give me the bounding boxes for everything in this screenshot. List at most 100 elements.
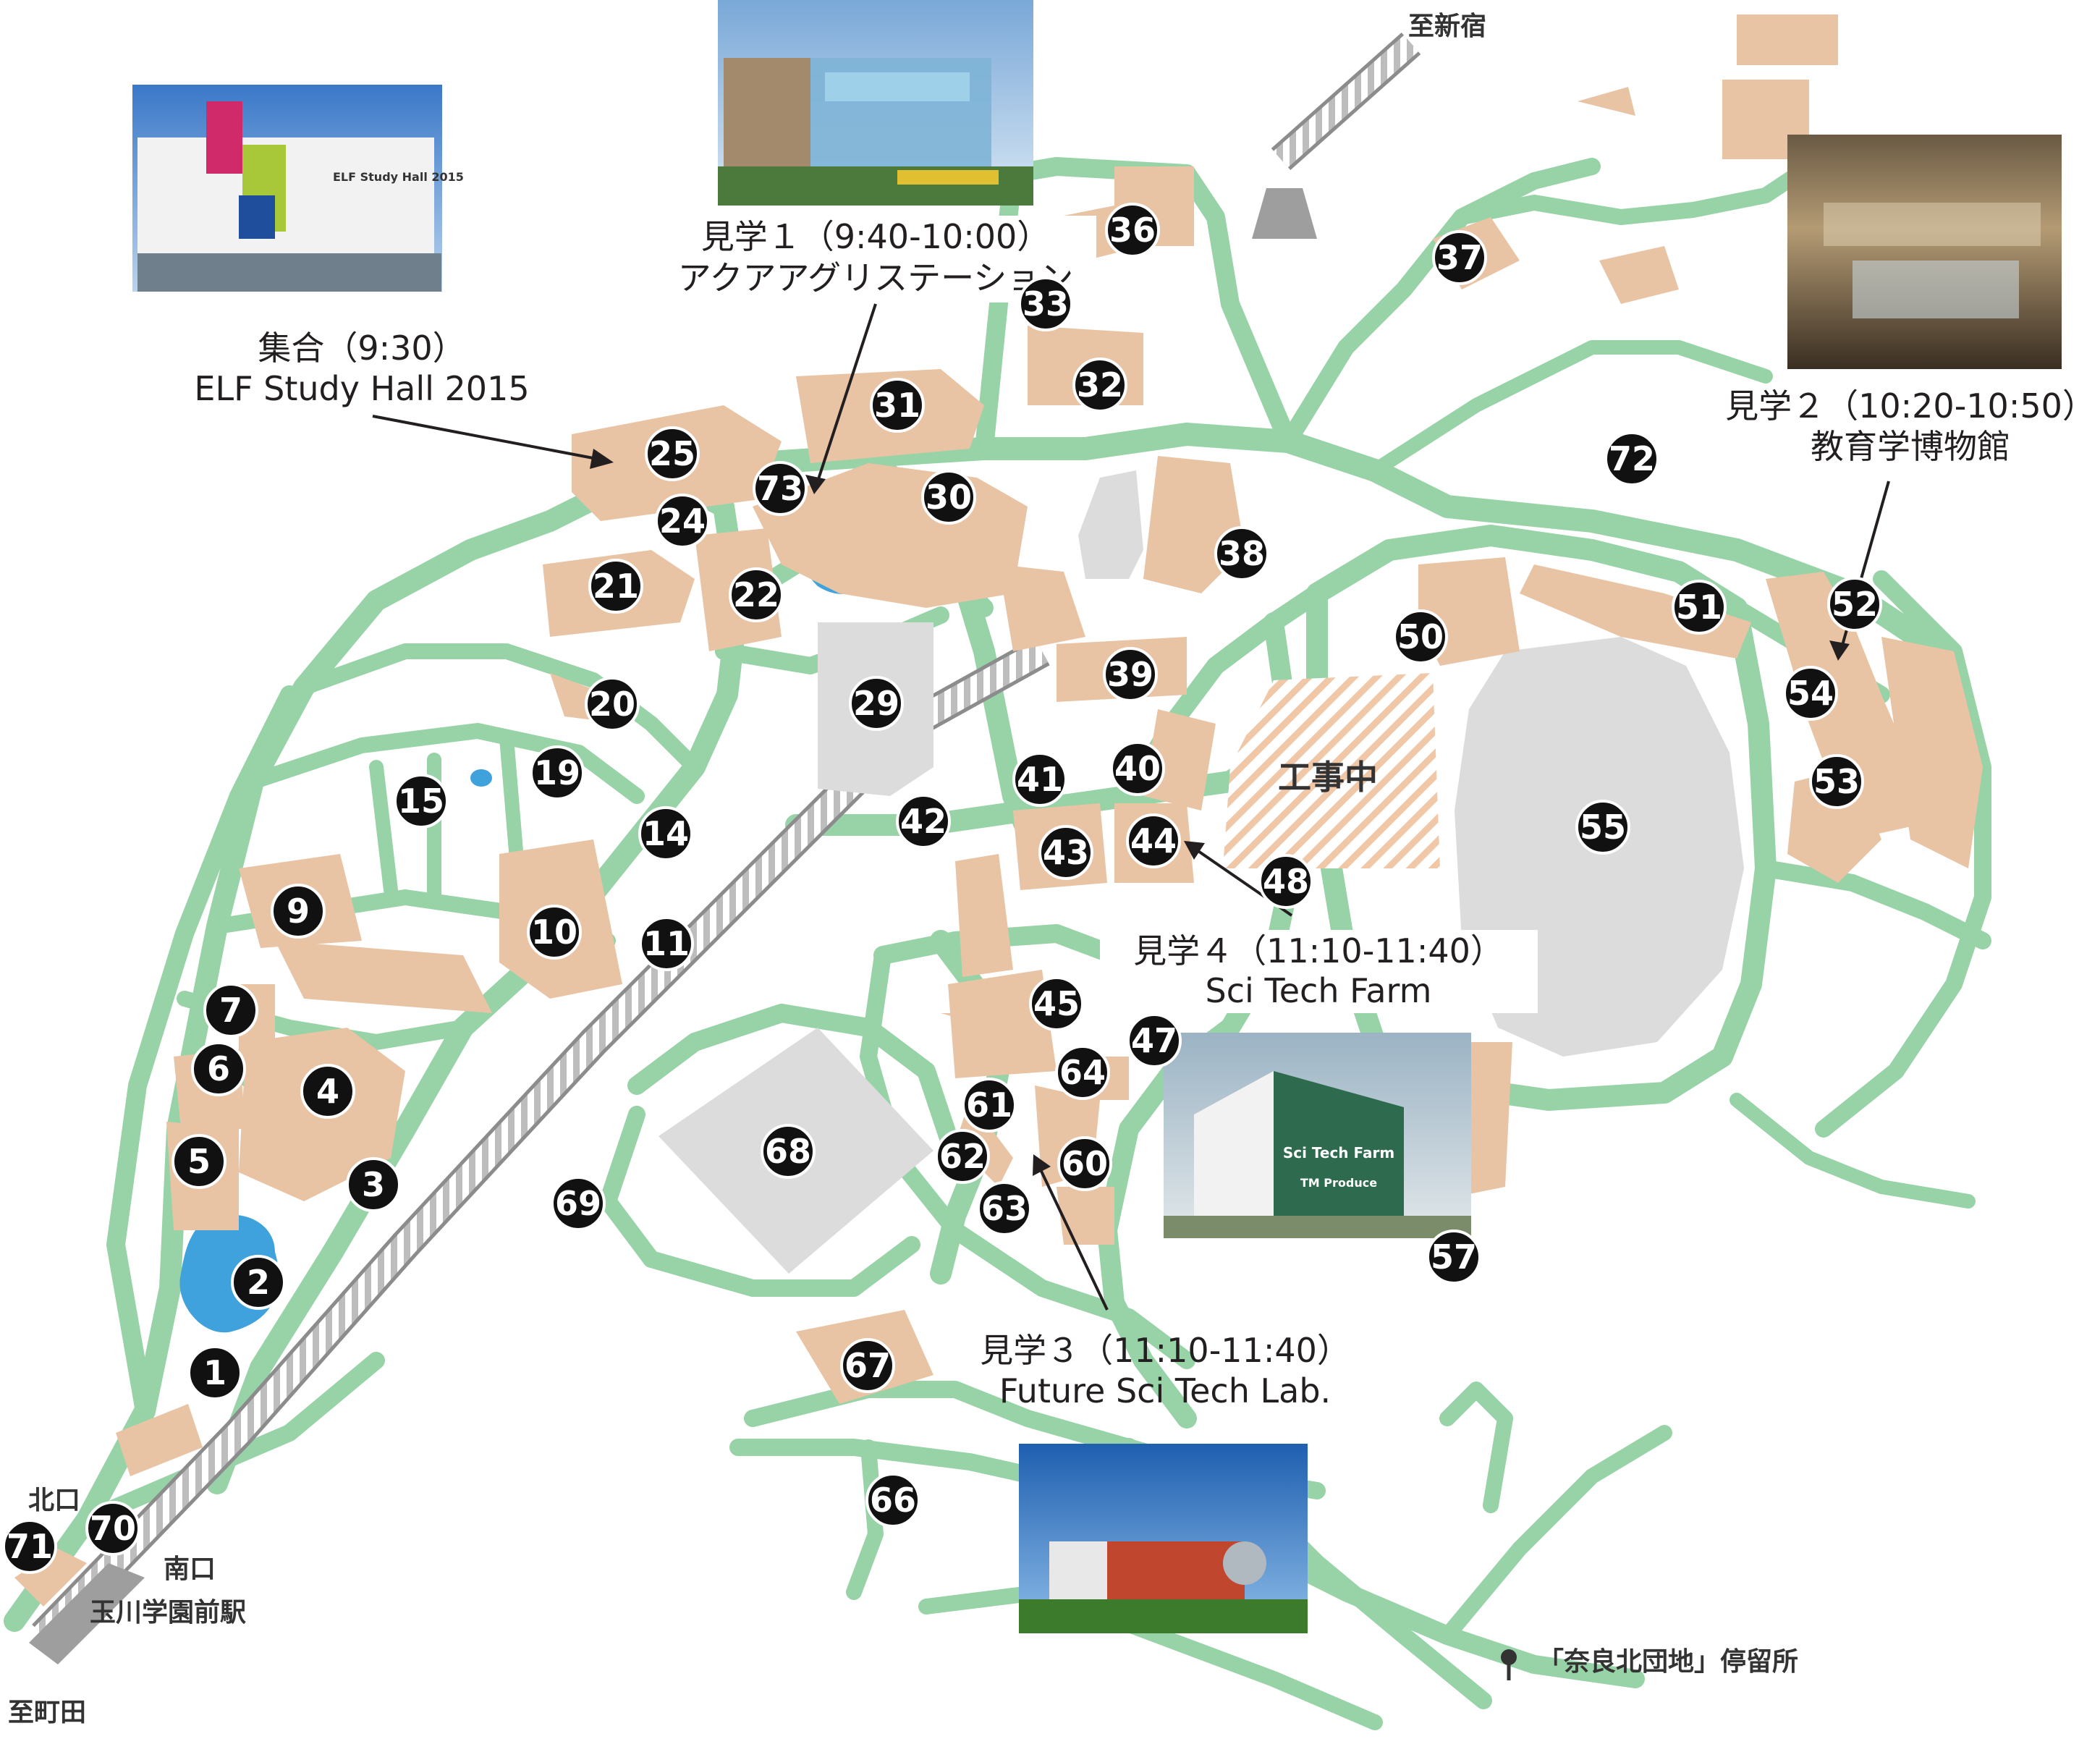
building-marker-63[interactable]: 63 — [977, 1181, 1032, 1236]
building-marker-37[interactable]: 37 — [1432, 230, 1487, 285]
building-marker-21[interactable]: 21 — [588, 559, 643, 614]
marker-number-50: 50 — [1397, 617, 1444, 656]
bus-stop-label: 「奈良北団地」停留所 — [1538, 1647, 1798, 1677]
building-marker-2[interactable]: 2 — [231, 1255, 286, 1310]
north-exit-label: 北口 — [28, 1486, 80, 1515]
building-marker-55[interactable]: 55 — [1575, 800, 1630, 855]
building-marker-25[interactable]: 25 — [645, 426, 700, 481]
building-marker-22[interactable]: 22 — [729, 567, 784, 622]
building-marker-60[interactable]: 60 — [1057, 1136, 1112, 1191]
building-marker-5[interactable]: 5 — [172, 1134, 226, 1189]
building-marker-20[interactable]: 20 — [585, 677, 640, 732]
building-marker-57[interactable]: 57 — [1426, 1230, 1481, 1285]
building-marker-19[interactable]: 19 — [530, 745, 585, 800]
building-marker-32[interactable]: 32 — [1072, 357, 1127, 412]
marker-number-54: 54 — [1787, 674, 1834, 713]
marker-number-64: 64 — [1059, 1053, 1106, 1092]
marker-number-14: 14 — [643, 814, 689, 853]
building-marker-9[interactable]: 9 — [271, 884, 326, 939]
marker-number-60: 60 — [1062, 1144, 1108, 1183]
marker-number-7: 7 — [219, 991, 242, 1030]
marker-circle-69 — [551, 1176, 606, 1231]
marker-number-57: 57 — [1431, 1237, 1477, 1277]
marker-circle-61 — [962, 1078, 1017, 1133]
marker-number-24: 24 — [659, 502, 706, 541]
building-marker-62[interactable]: 62 — [935, 1129, 990, 1184]
marker-number-42: 42 — [900, 802, 947, 841]
building-marker-1[interactable]: 1 — [187, 1345, 242, 1400]
marker-number-41: 41 — [1017, 760, 1063, 799]
building-marker-66[interactable]: 66 — [865, 1473, 920, 1528]
building-marker-61[interactable]: 61 — [962, 1078, 1017, 1133]
building-marker-3[interactable]: 3 — [346, 1157, 401, 1212]
marker-number-70: 70 — [90, 1509, 136, 1548]
building-marker-45[interactable]: 45 — [1029, 976, 1084, 1031]
marker-circle-20 — [585, 677, 640, 732]
building-marker-29[interactable]: 29 — [849, 676, 904, 731]
photo-education-museum — [1787, 135, 2062, 369]
marker-number-10: 10 — [531, 913, 577, 952]
building-marker-15[interactable]: 15 — [394, 774, 449, 829]
building-marker-52[interactable]: 52 — [1827, 577, 1882, 632]
marker-circle-45 — [1029, 976, 1084, 1031]
marker-circle-21 — [588, 559, 643, 614]
building-marker-44[interactable]: 44 — [1126, 813, 1181, 868]
building-marker-11[interactable]: 11 — [639, 916, 694, 971]
building-marker-14[interactable]: 14 — [638, 806, 693, 861]
marker-circle-63 — [977, 1181, 1032, 1236]
marker-circle-39 — [1103, 647, 1158, 702]
marker-number-15: 15 — [398, 782, 444, 821]
building-marker-30[interactable]: 30 — [921, 470, 976, 525]
marker-circle-53 — [1809, 754, 1864, 809]
building-marker-39[interactable]: 39 — [1103, 647, 1158, 702]
marker-number-20: 20 — [589, 685, 635, 724]
marker-circle-67 — [840, 1338, 895, 1393]
building-marker-72[interactable]: 72 — [1604, 431, 1659, 486]
building-marker-51[interactable]: 51 — [1672, 580, 1727, 635]
building-marker-47[interactable]: 47 — [1127, 1013, 1182, 1068]
building-marker-54[interactable]: 54 — [1783, 666, 1838, 721]
marker-circle-40 — [1110, 741, 1165, 796]
building-marker-64[interactable]: 64 — [1055, 1045, 1110, 1100]
building-marker-48[interactable]: 48 — [1258, 854, 1313, 909]
building-marker-36[interactable]: 36 — [1105, 203, 1160, 258]
building-marker-31[interactable]: 31 — [870, 378, 925, 433]
building-marker-71[interactable]: 71 — [2, 1519, 57, 1574]
marker-circle-24 — [655, 494, 710, 549]
building-marker-42[interactable]: 42 — [896, 794, 951, 849]
building-marker-40[interactable]: 40 — [1110, 741, 1165, 796]
marker-number-1: 1 — [203, 1353, 226, 1392]
building-marker-38[interactable]: 38 — [1214, 526, 1269, 581]
marker-number-4: 4 — [316, 1072, 339, 1111]
building-marker-43[interactable]: 43 — [1038, 825, 1093, 880]
marker-circle-47 — [1127, 1013, 1182, 1068]
marker-number-25: 25 — [649, 434, 695, 473]
marker-circle-54 — [1783, 666, 1838, 721]
marker-circle-6 — [191, 1041, 246, 1096]
marker-circle-29 — [849, 676, 904, 731]
building-marker-53[interactable]: 53 — [1809, 754, 1864, 809]
marker-number-5: 5 — [187, 1142, 211, 1181]
building-marker-70[interactable]: 70 — [85, 1501, 140, 1556]
photo-aqua-agri-station — [718, 0, 1033, 206]
building-marker-7[interactable]: 7 — [203, 983, 258, 1038]
marker-number-63: 63 — [981, 1189, 1028, 1228]
building-marker-33[interactable]: 33 — [1018, 276, 1073, 331]
marker-circle-62 — [935, 1129, 990, 1184]
building-marker-50[interactable]: 50 — [1393, 609, 1448, 664]
building-marker-69[interactable]: 69 — [551, 1176, 606, 1231]
building-marker-68[interactable]: 68 — [761, 1124, 816, 1179]
marker-number-62: 62 — [939, 1137, 986, 1176]
building-marker-4[interactable]: 4 — [300, 1064, 355, 1119]
building-marker-73[interactable]: 73 — [753, 461, 808, 516]
building-marker-10[interactable]: 10 — [527, 905, 582, 960]
marker-circle-2 — [231, 1255, 286, 1310]
building-marker-67[interactable]: 67 — [840, 1338, 895, 1393]
callout-tour1: 見学１（9:40-10:00） アクアアグリステーション — [655, 216, 1096, 302]
building-marker-41[interactable]: 41 — [1012, 752, 1067, 807]
building-marker-24[interactable]: 24 — [655, 494, 710, 549]
marker-circle-36 — [1105, 203, 1160, 258]
marker-number-22: 22 — [733, 575, 779, 614]
building-marker-6[interactable]: 6 — [191, 1041, 246, 1096]
